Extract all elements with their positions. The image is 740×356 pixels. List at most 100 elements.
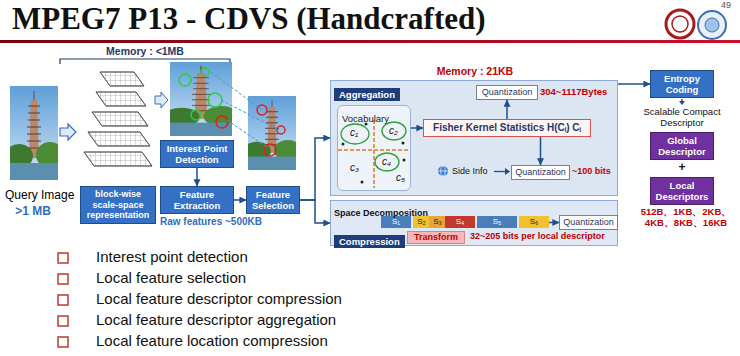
cluster-label: c₁ [350,127,358,138]
page-number: 49 [721,0,731,11]
flow-arrow [618,83,650,85]
text-slot: Compression [334,231,405,249]
side-info-label: Side Info [452,166,488,177]
bullet-item-text: Local feature descriptor compression [96,290,342,307]
image-caption: Query Image [5,188,74,202]
process-box: Interest Point Detection [160,140,234,168]
title-text: MPEG7 P13 - CDVS (Handcrafted) [12,1,486,36]
flow-arrow [506,100,508,119]
text-slot: Space Decomposition [334,202,428,220]
segment-box: S₃ [429,216,446,228]
size-note: ~100 bits [572,166,611,177]
bullet-item-text: Local feature descriptor aggregation [96,311,336,328]
memory-note-text: Memory : <1MB [106,45,184,57]
node-text: Compression [334,235,405,248]
size-note-text: >1 MB [15,204,51,218]
node-text: Local Descriptors [654,180,710,202]
size-list: 512B、1KB、2KB、4KB、8KB、16KB [640,206,732,228]
node-text: Feature Extraction [164,189,230,211]
stage-panel: AggregationVocabularyQuantizationFisher … [330,80,618,196]
size-note-text: ~100 bits [572,166,611,176]
node-text: S₆ [530,217,539,227]
process-box: Quantization [559,215,618,230]
text-slot: Vocabulary [342,108,389,126]
node-text: Space Decomposition [334,208,428,218]
node-text: S₅ [493,217,502,227]
flow-arrow [300,138,330,200]
process-box: Quantization [476,85,538,100]
node-text: Quantization [482,87,533,98]
node-text: Vocabulary [342,113,389,124]
segment-box: S₅ [477,216,517,228]
size-note-text: 32~205 bits per local descriptor [470,231,605,241]
bullet-item: Local feature location compression [96,332,328,350]
node-text: S₄ [456,217,465,227]
memory-note-text: Memory : 21KB [437,65,513,77]
plus-sign-text: + [678,160,685,174]
cluster-label: c₅ [396,172,405,183]
bullet-item: Local feature selection [96,269,246,287]
process-box: Feature Selection [246,186,300,214]
memory-note: Memory : 21KB [410,65,540,78]
process-box: Fisher Kernel Statistics H(Cᵢ) Cᵢ [423,119,591,137]
output-caption: Scalable Compact Descriptor [630,106,734,128]
output-box: Global Descriptor [650,132,714,160]
flow-arrow [549,222,559,224]
process-box: block-wise scale-space representation [80,186,156,224]
flow-arrow [300,200,330,223]
size-note: Raw features ~500KB [160,216,262,228]
node-text: Fisher Kernel Statistics H(Cᵢ) Cᵢ [433,122,581,134]
cluster-label: c₄ [382,156,391,167]
flow-arrow [411,127,423,129]
process-box: Entropy Coding [650,70,714,98]
bullet-item: Interest point detection [96,248,248,266]
bullet-item-text: Interest point detection [96,248,248,265]
process-box: Transform [407,231,465,244]
node-text: Entropy Coding [654,73,710,95]
node-text: S₁ [392,217,400,227]
cluster-label: c₃ [350,162,359,173]
cluster-label-text: c₄ [382,156,391,167]
node-text: Feature Selection [250,189,296,211]
node-text: Global Descriptor [654,135,710,157]
size-note: 304~1117Bytes [540,86,607,97]
image-caption-text: Query Image [5,188,74,202]
process-box: Quantization [511,165,570,180]
cluster-label-text: c₂ [389,125,398,136]
segment-box: S₄ [445,216,475,228]
node-text: Aggregation [334,88,400,101]
node-text: S₃ [433,217,442,227]
output-caption-text: Scalable Compact Descriptor [643,106,720,128]
size-note-text: Raw features ~500KB [160,216,262,227]
node-text: Transform [414,232,458,243]
size-note: >1 MB [5,204,61,218]
segment-box: S₆ [519,216,549,228]
cluster-label-text: c₅ [396,172,405,183]
page-number-text: 49 [721,0,731,10]
bullet-item: Local feature descriptor aggregation [96,311,336,329]
size-list-text: 512B、1KB、2KB、4KB、8KB、16KB [641,206,732,228]
flow-arrow [540,137,542,165]
node-text: Interest Point Detection [164,143,230,165]
memory-note: Memory : <1MB [80,45,210,58]
bullet-item: Local feature descriptor compression [96,290,342,308]
size-note: 32~205 bits per local descriptor [470,231,605,242]
flow-arrow [196,168,198,186]
flow-arrow [234,199,246,201]
node-text: block-wise scale-space representation [84,189,152,221]
slide-title: MPEG7 P13 - CDVS (Handcrafted) [12,1,486,37]
cluster-label-text: c₃ [350,162,359,173]
plus-sign: + [672,160,692,175]
text-slot: Aggregation [334,84,400,102]
node-text: Quantization [563,217,614,228]
cluster-label-text: c₁ [350,127,358,138]
side-info-label-text: Side Info [452,166,488,176]
node-text: Quantization [515,167,566,178]
bullet-item-text: Local feature selection [96,269,246,286]
bullet-item-text: Local feature location compression [96,332,328,349]
output-box: Local Descriptors [650,177,714,205]
process-box: Feature Extraction [160,186,234,214]
cluster-label: c₂ [389,125,398,136]
size-note-text: 304~1117Bytes [540,86,607,97]
